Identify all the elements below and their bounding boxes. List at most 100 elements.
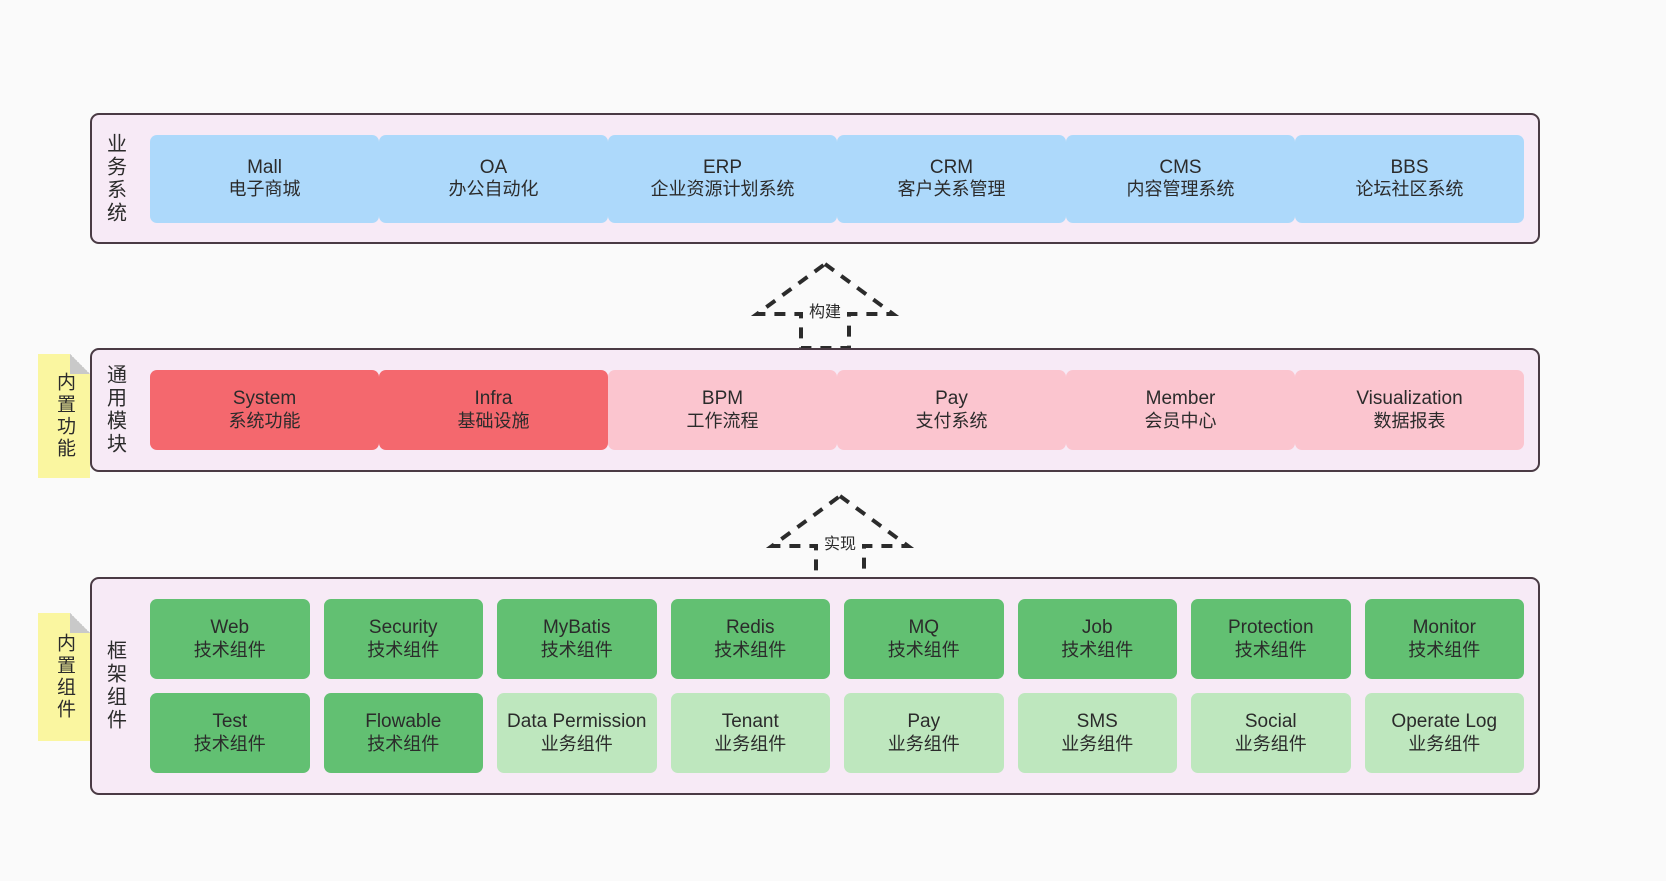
- card-flowable-title: Flowable: [365, 711, 442, 733]
- card-member-title: Member: [1145, 388, 1216, 410]
- card-data-permission-title: Data Permission: [507, 711, 647, 733]
- sticky-note-builtin-features-label: 内置功能: [53, 372, 75, 460]
- card-web[interactable]: Web 技术组件: [150, 599, 310, 679]
- card-protection-title: Protection: [1227, 617, 1314, 639]
- card-protection[interactable]: Protection 技术组件: [1191, 599, 1351, 679]
- card-mybatis-sub: 技术组件: [540, 639, 613, 660]
- layer-business-systems: 业务系统 Mall 电子商城 OA 办公自动化 ERP 企业资源计划系统 CRM…: [90, 113, 1540, 244]
- card-visualization-title: Visualization: [1356, 388, 1463, 410]
- card-system[interactable]: System 系统功能: [150, 370, 379, 450]
- card-system-sub: 系统功能: [228, 410, 301, 431]
- sticky-note-builtin-features: 内置功能: [38, 354, 90, 478]
- card-mybatis-title: MyBatis: [542, 617, 611, 639]
- card-social-sub: 业务组件: [1234, 733, 1307, 754]
- card-crm-title: CRM: [929, 156, 974, 178]
- card-data-permission-sub: 业务组件: [540, 733, 613, 754]
- card-cms-title: CMS: [1159, 156, 1202, 178]
- card-bbs-sub: 论坛社区系统: [1355, 179, 1464, 200]
- card-tenant-sub: 业务组件: [714, 733, 787, 754]
- card-cms-sub: 内容管理系统: [1126, 179, 1235, 200]
- card-test-title: Test: [212, 711, 248, 733]
- layer-framework-components-title: 框架组件: [103, 640, 126, 732]
- layer-business-systems-cards: Mall 电子商城 OA 办公自动化 ERP 企业资源计划系统 CRM 客户关系…: [136, 115, 1538, 242]
- card-monitor[interactable]: Monitor 技术组件: [1364, 599, 1524, 679]
- sticky-note-builtin-components: 内置组件: [38, 613, 90, 741]
- card-sms-title: SMS: [1076, 711, 1118, 733]
- card-bbs[interactable]: BBS 论坛社区系统: [1295, 134, 1524, 223]
- card-tenant[interactable]: Tenant 业务组件: [670, 693, 830, 773]
- card-redis[interactable]: Redis 技术组件: [670, 599, 830, 679]
- card-mq[interactable]: MQ 技术组件: [844, 599, 1004, 679]
- card-crm[interactable]: CRM 客户关系管理: [837, 134, 1066, 223]
- layer-common-modules-title: 通用模块: [103, 364, 126, 456]
- card-mq-sub: 技术组件: [887, 639, 960, 660]
- card-infra-title: Infra: [474, 388, 513, 410]
- card-pay-component[interactable]: Pay 业务组件: [844, 693, 1004, 773]
- card-pay-component-sub: 业务组件: [887, 733, 960, 754]
- card-tenant-title: Tenant: [721, 711, 779, 733]
- card-oa-title: OA: [479, 156, 508, 178]
- card-mq-title: MQ: [908, 617, 940, 639]
- card-operate-log-title: Operate Log: [1391, 711, 1498, 733]
- layer-business-systems-title: 业务系统: [103, 132, 126, 225]
- card-crm-sub: 客户关系管理: [897, 179, 1006, 200]
- arrow-implement-label: 实现: [823, 536, 857, 553]
- card-erp[interactable]: ERP 企业资源计划系统: [608, 134, 837, 223]
- card-oa[interactable]: OA 办公自动化: [379, 134, 608, 223]
- card-bpm-title: BPM: [701, 388, 744, 410]
- card-bpm[interactable]: BPM 工作流程: [608, 370, 837, 450]
- card-pay-module-title: Pay: [935, 388, 968, 410]
- arrow-build: 构建: [745, 256, 905, 352]
- layer-common-modules: 通用模块 System 系统功能 Infra 基础设施 BPM 工作流程 Pay…: [90, 348, 1540, 472]
- card-mybatis[interactable]: MyBatis 技术组件: [497, 599, 657, 679]
- card-security-title: Security: [368, 617, 438, 639]
- card-job[interactable]: Job 技术组件: [1017, 599, 1177, 679]
- card-redis-sub: 技术组件: [714, 639, 787, 660]
- card-erp-title: ERP: [702, 156, 743, 178]
- card-social-title: Social: [1244, 711, 1297, 733]
- card-security-sub: 技术组件: [367, 639, 440, 660]
- card-web-sub: 技术组件: [193, 639, 266, 660]
- card-visualization[interactable]: Visualization 数据报表: [1295, 370, 1524, 450]
- card-mall[interactable]: Mall 电子商城: [150, 134, 379, 223]
- card-pay-module-sub: 支付系统: [915, 410, 988, 431]
- layer-common-modules-cards: System 系统功能 Infra 基础设施 BPM 工作流程 Pay 支付系统…: [136, 350, 1538, 470]
- card-system-title: System: [232, 388, 297, 410]
- card-visualization-sub: 数据报表: [1373, 410, 1446, 431]
- layer-framework-components: 框架组件 Web 技术组件 Security 技术组件 MyBatis 技术组件…: [90, 577, 1540, 795]
- card-operate-log[interactable]: Operate Log 业务组件: [1364, 693, 1524, 773]
- card-mall-title: Mall: [247, 156, 282, 178]
- card-redis-title: Redis: [725, 617, 775, 639]
- card-web-title: Web: [210, 617, 250, 639]
- card-test[interactable]: Test 技术组件: [150, 693, 310, 773]
- card-member-sub: 会员中心: [1144, 410, 1217, 431]
- card-test-sub: 技术组件: [193, 733, 266, 754]
- card-monitor-title: Monitor: [1412, 617, 1476, 639]
- layer-framework-components-cards: Web 技术组件 Security 技术组件 MyBatis 技术组件 Redi…: [136, 579, 1538, 793]
- card-cms[interactable]: CMS 内容管理系统: [1066, 134, 1295, 223]
- sticky-note-builtin-components-label: 内置组件: [53, 633, 75, 721]
- card-job-title: Job: [1081, 617, 1113, 639]
- framework-biz-row: Test 技术组件 Flowable 技术组件 Data Permission …: [150, 693, 1524, 773]
- card-sms[interactable]: SMS 业务组件: [1017, 693, 1177, 773]
- card-data-permission[interactable]: Data Permission 业务组件: [497, 693, 657, 773]
- card-operate-log-sub: 业务组件: [1408, 733, 1481, 754]
- arrow-build-label: 构建: [808, 304, 842, 321]
- card-bpm-sub: 工作流程: [686, 410, 759, 431]
- card-infra-sub: 基础设施: [457, 410, 530, 431]
- card-flowable-sub: 技术组件: [367, 733, 440, 754]
- card-bbs-title: BBS: [1390, 156, 1429, 178]
- arrow-implement: 实现: [760, 488, 920, 584]
- card-flowable[interactable]: Flowable 技术组件: [323, 693, 483, 773]
- card-social[interactable]: Social 业务组件: [1191, 693, 1351, 773]
- framework-tech-row: Web 技术组件 Security 技术组件 MyBatis 技术组件 Redi…: [150, 599, 1524, 679]
- card-infra[interactable]: Infra 基础设施: [379, 370, 608, 450]
- card-security[interactable]: Security 技术组件: [323, 599, 483, 679]
- card-pay-module[interactable]: Pay 支付系统: [837, 370, 1066, 450]
- card-mall-sub: 电子商城: [228, 179, 301, 200]
- card-job-sub: 技术组件: [1061, 639, 1134, 660]
- card-member[interactable]: Member 会员中心: [1066, 370, 1295, 450]
- card-sms-sub: 业务组件: [1061, 733, 1134, 754]
- card-pay-component-title: Pay: [907, 711, 941, 733]
